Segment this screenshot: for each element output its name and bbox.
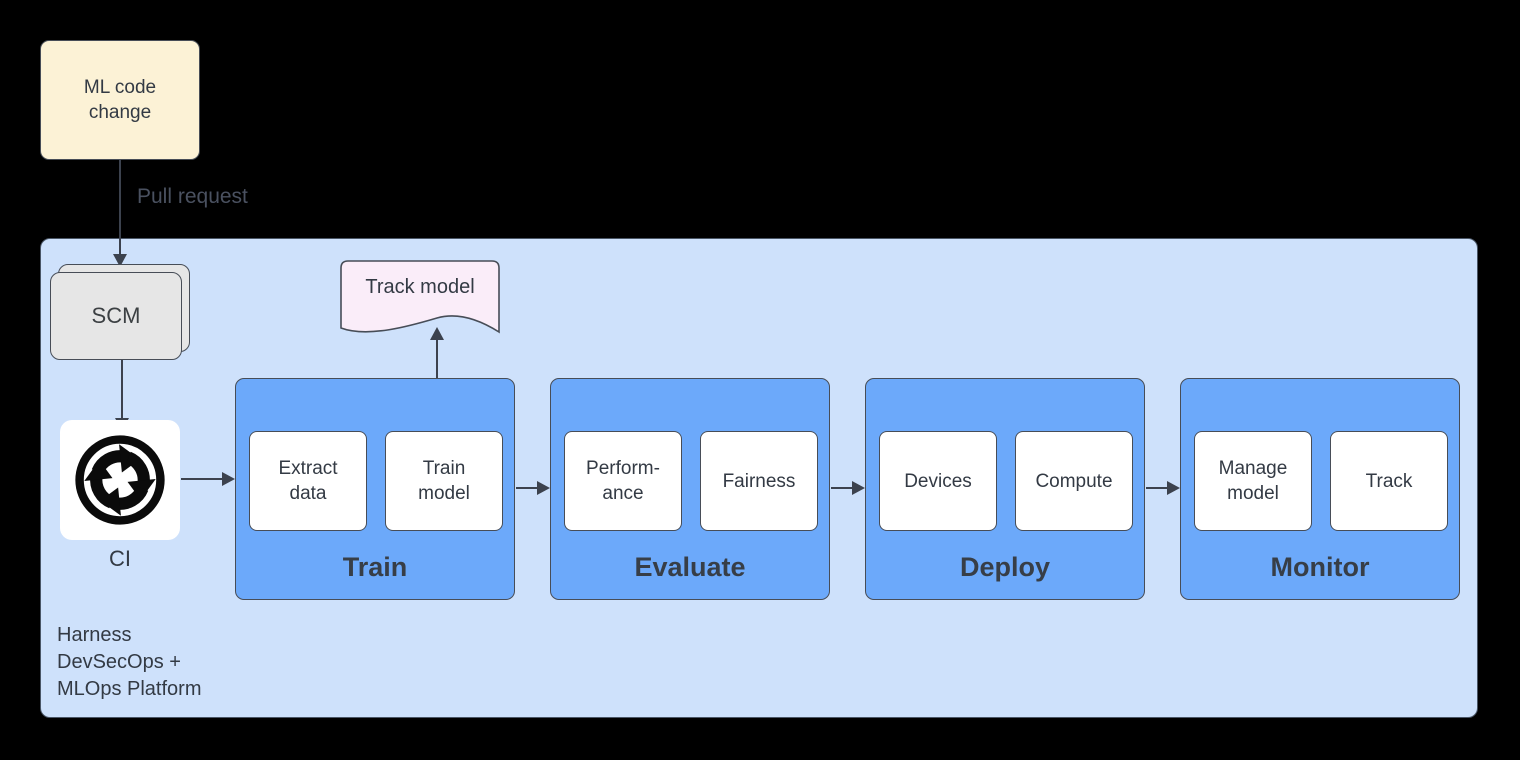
stage-item-label: Perform-ance xyxy=(586,458,660,504)
stage-item-devices: Devices xyxy=(879,431,997,531)
arrow-deploy-monitor-head xyxy=(1167,481,1180,495)
ml-code-change-node: ML code change xyxy=(40,40,200,160)
platform-label-line1: Harness xyxy=(57,624,132,646)
stage-item-track: Track xyxy=(1330,431,1448,531)
scm-label: SCM xyxy=(91,303,141,328)
arrow-ci-train-head xyxy=(222,472,235,486)
arrow-scm-ci-line xyxy=(121,360,123,418)
stage-item-fairness: Fairness xyxy=(700,431,818,531)
stage-item-manage-model: Manage model xyxy=(1194,431,1312,531)
platform-label-line2: DevSecOps + xyxy=(57,651,181,673)
ci-cycle-icon xyxy=(75,435,165,525)
platform-label-line3: MLOps Platform xyxy=(57,678,202,700)
arrow-ci-train-line xyxy=(181,478,222,480)
pull-request-label: Pull request xyxy=(137,185,248,208)
arrow-deploy-monitor-line xyxy=(1146,487,1167,489)
stage-evaluate-label: Evaluate xyxy=(634,552,746,582)
stage-train-label: Train xyxy=(342,552,408,582)
platform-label: Harness DevSecOps + MLOps Platform xyxy=(57,622,201,703)
stage-evaluate: Perform-ance Fairness Evaluate xyxy=(550,378,830,600)
ml-code-change-label: ML code change xyxy=(83,77,157,123)
arrow-mlcode-scm-line xyxy=(119,160,121,254)
arrow-mlcode-scm-head xyxy=(113,254,127,267)
stage-deploy: Devices Compute Deploy xyxy=(865,378,1145,600)
stage-item-performance: Perform-ance xyxy=(564,431,682,531)
stage-item-train-model: Train model xyxy=(385,431,503,531)
scm-node: SCM xyxy=(50,272,182,360)
ci-label: CI xyxy=(109,546,131,571)
stage-item-compute: Compute xyxy=(1015,431,1133,531)
stage-monitor: Manage model Track Monitor xyxy=(1180,378,1460,600)
stage-item-label: Track xyxy=(1365,470,1413,492)
stage-deploy-label: Deploy xyxy=(959,552,1051,582)
stage-train: Extract data Train model Train xyxy=(235,378,515,600)
stage-item-label: Train model xyxy=(418,458,470,504)
arrow-train-evaluate-head xyxy=(537,481,550,495)
arrow-evaluate-deploy-line xyxy=(831,487,852,489)
track-model-document-shape xyxy=(340,260,500,334)
stage-item-label: Extract data xyxy=(278,458,338,504)
stage-item-extract-data: Extract data xyxy=(249,431,367,531)
stage-monitor-label: Monitor xyxy=(1270,552,1370,582)
stage-item-label: Fairness xyxy=(722,470,796,492)
stage-item-label: Devices xyxy=(904,470,972,492)
track-model-label: Track model xyxy=(365,276,475,298)
stage-item-label: Compute xyxy=(1035,470,1113,492)
stage-item-label: Manage model xyxy=(1218,458,1288,504)
arrow-train-trackmodel-line xyxy=(436,340,438,378)
arrow-train-evaluate-line xyxy=(516,487,537,489)
arrow-train-trackmodel-head xyxy=(430,327,444,340)
ci-node xyxy=(60,420,180,540)
arrow-evaluate-deploy-head xyxy=(852,481,865,495)
